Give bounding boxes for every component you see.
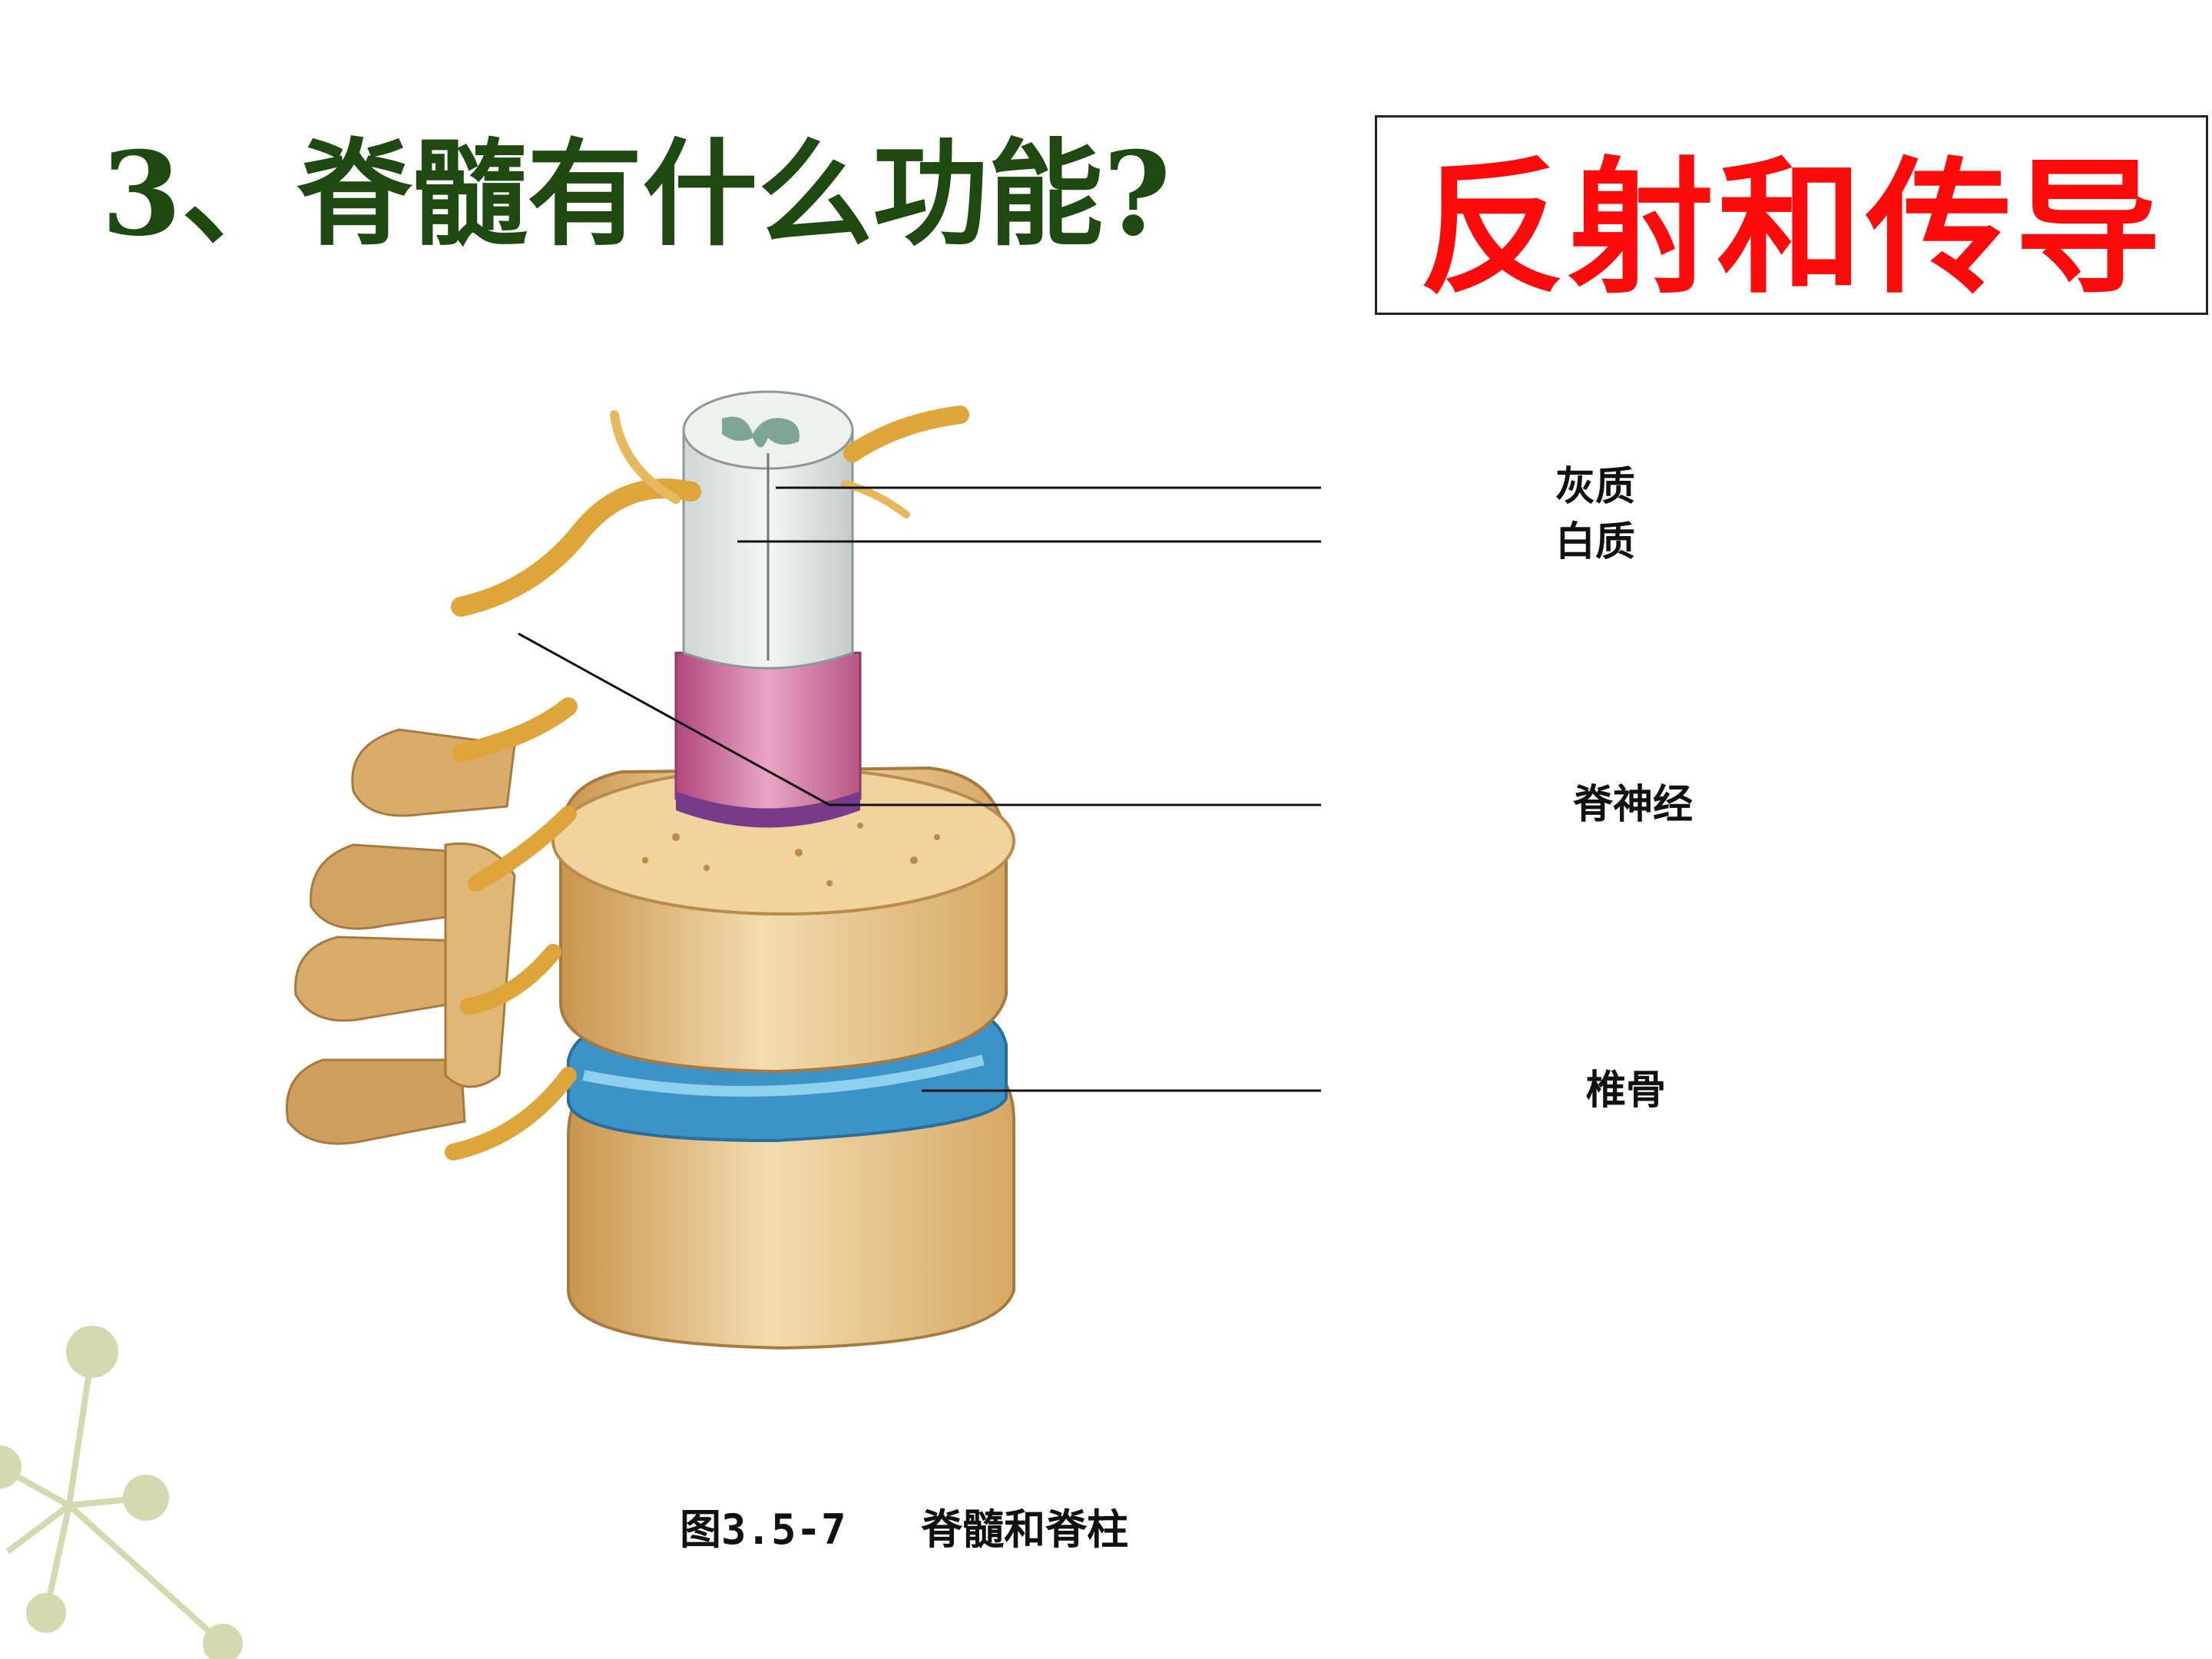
label-white-matter: 白质 bbox=[1555, 519, 1636, 565]
label-gray-matter: 灰质 bbox=[1555, 464, 1636, 510]
answer-box: 反射和传导 bbox=[1375, 115, 2208, 315]
spinal-cord-illustration: 灰质 白质 脊神经 椎骨 bbox=[246, 384, 1693, 1429]
label-spinal-nerve: 脊神经 bbox=[1573, 782, 1694, 828]
figure-caption: 图3.5-7 脊髓和脊柱 bbox=[680, 1505, 1129, 1554]
vertebral-processes bbox=[286, 728, 516, 1145]
spine-drawing bbox=[286, 390, 1321, 1350]
answer-text: 反射和传导 bbox=[1419, 143, 2164, 313]
meninges bbox=[674, 651, 862, 828]
leader-lines bbox=[518, 486, 1321, 1092]
spinal-cord bbox=[682, 390, 854, 670]
spinal-nerves bbox=[445, 406, 969, 1161]
label-vertebra: 椎骨 bbox=[1586, 1068, 1667, 1114]
slide-title: 3、脊髓有什么功能? bbox=[101, 127, 1171, 262]
molecule-decoration bbox=[0, 1326, 243, 1659]
